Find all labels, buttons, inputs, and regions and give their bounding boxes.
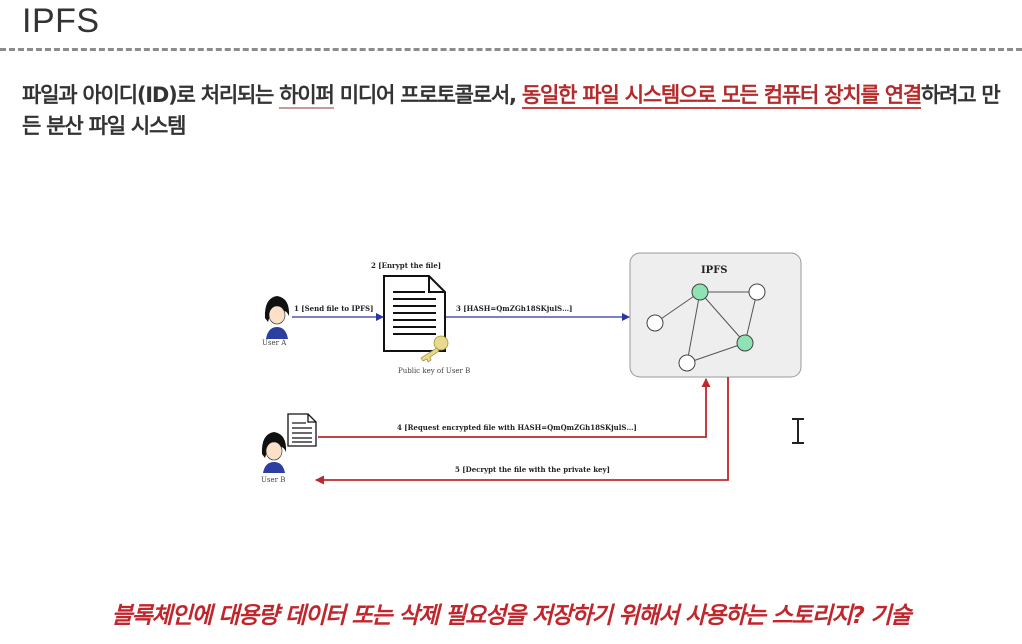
step-2-label: 2 [Enrypt the file] [371, 261, 441, 270]
network-node-white [678, 354, 696, 372]
network-node-white [646, 314, 664, 332]
title-divider [0, 48, 1022, 51]
user-a-label: User A [262, 339, 287, 347]
step-5-label: 5 [Decrypt the file with the private key… [455, 465, 610, 474]
desc-part-1: 파일과 아이디(ID)로 처리되는 [22, 83, 280, 107]
user-a-icon [264, 296, 290, 339]
slide-title: IPFS [22, 2, 100, 40]
bottom-caption: 블록체인에 대용량 데이터 또는 삭제 필요성을 저장하기 위해서 사용하는 스… [111, 603, 912, 629]
document-small-icon [287, 413, 317, 447]
ipfs-panel-label: IPFS [701, 265, 728, 276]
network-edges [654, 291, 758, 364]
network-node-green [691, 283, 709, 301]
desc-underlined-word: 하이퍼 [279, 83, 335, 109]
arrow-step-5 [315, 377, 729, 485]
document-icon [383, 275, 446, 352]
key-caption: Public key of User B [398, 367, 470, 375]
user-b-label: User B [261, 476, 285, 484]
slide-description: 파일과 아이디(ID)로 처리되는 하이퍼 미디어 프로토콜로서, 동일한 파일… [22, 80, 1017, 142]
user-b-icon [261, 432, 287, 473]
text-cursor-icon [792, 418, 804, 444]
arrow-step-4 [318, 378, 711, 438]
desc-part-3: 미디어 프로토콜로서, [333, 83, 522, 107]
step-3-label: 3 [HASH=QmZGh18SKjulS…] [456, 304, 572, 313]
step-4-label: 4 [Request encrypted file with HASH=QmQm… [397, 423, 637, 432]
key-icon [420, 335, 449, 363]
network-node-green [736, 334, 754, 352]
network-node-white [748, 283, 766, 301]
desc-highlight: 동일한 파일 시스템으로 모든 컴퓨터 장치를 연결 [521, 83, 922, 109]
step-1-label: 1 [Send file to IPFS] [294, 304, 373, 313]
desc-part-4: 하려고 만든 분산 파일 시스템 [22, 83, 1001, 138]
